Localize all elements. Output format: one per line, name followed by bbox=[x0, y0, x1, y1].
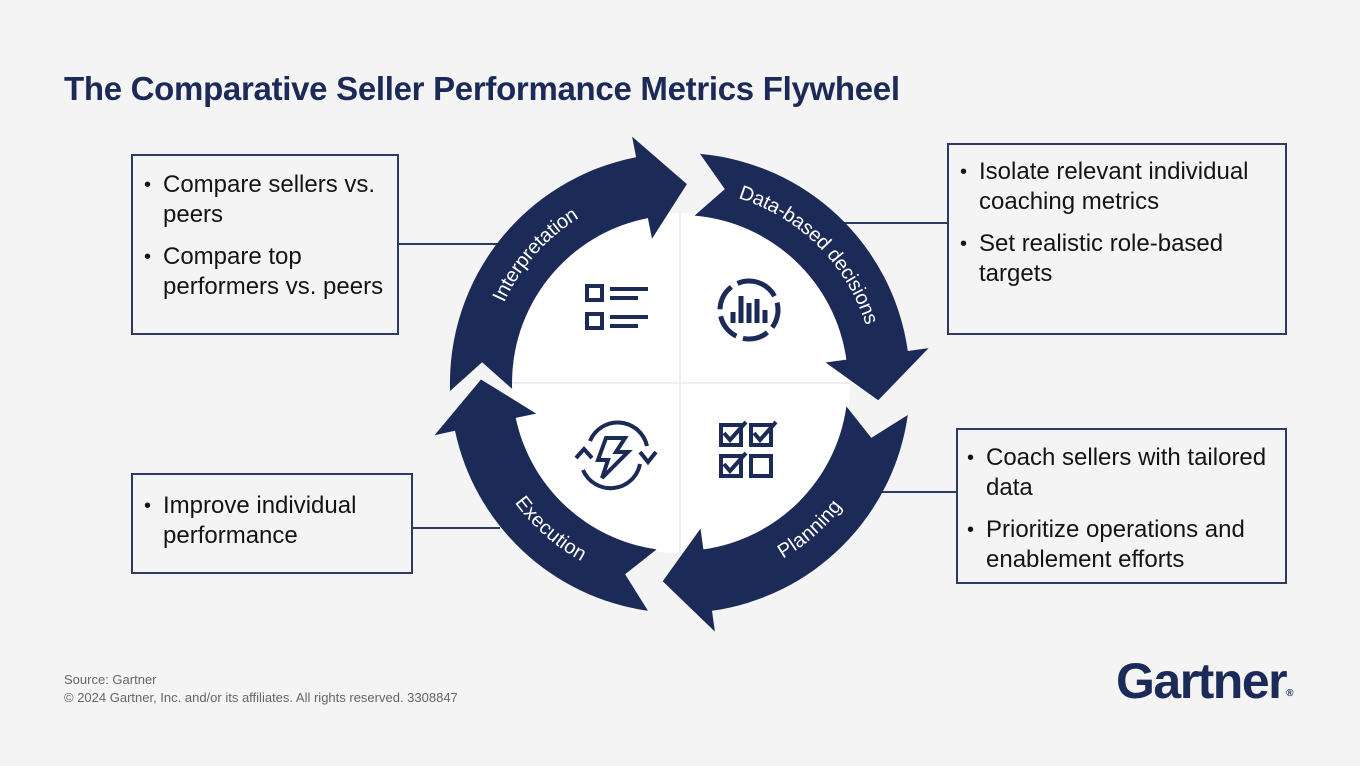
connector-interpretation bbox=[398, 243, 500, 245]
connector-execution bbox=[412, 527, 500, 529]
arrow-execution bbox=[434, 379, 657, 611]
box-interpretation: Compare sellers vs. peers Compare top pe… bbox=[131, 154, 399, 335]
checkbox-grid-icon bbox=[719, 420, 778, 478]
logo-text: Gartner bbox=[1116, 653, 1288, 709]
bullet-item: Isolate relevant individual coaching met… bbox=[951, 157, 1275, 217]
source-note: Source: Gartner bbox=[64, 672, 157, 687]
box-execution: Improve individual performance bbox=[131, 473, 413, 574]
refresh-lightning-icon bbox=[574, 420, 658, 491]
box-planning: Coach sellers with tailored data Priorit… bbox=[956, 428, 1287, 584]
checklist-lines-icon bbox=[585, 284, 648, 330]
connector-planning bbox=[882, 491, 958, 493]
arrow-data-based-decisions bbox=[694, 153, 929, 401]
box-decisions: Isolate relevant individual coaching met… bbox=[947, 143, 1287, 335]
bullet-item: Compare top performers vs. peers bbox=[135, 242, 387, 302]
bar-chart-dashed-circle-icon bbox=[717, 278, 781, 342]
connector-decisions bbox=[842, 222, 948, 224]
arrow-interpretation bbox=[449, 136, 687, 391]
registered-mark: ® bbox=[1286, 688, 1294, 699]
bullet-item: Prioritize operations and enablement eff… bbox=[958, 515, 1279, 575]
page-title: The Comparative Seller Performance Metri… bbox=[64, 70, 900, 107]
copyright-note: © 2024 Gartner, Inc. and/or its affiliat… bbox=[64, 690, 458, 705]
bullet-item: Coach sellers with tailored data bbox=[958, 443, 1279, 503]
bullet-item: Compare sellers vs. peers bbox=[135, 170, 387, 230]
gartner-logo: Gartner® bbox=[1116, 652, 1294, 710]
bullet-item: Improve individual performance bbox=[135, 491, 401, 551]
bullet-item: Set realistic role-based targets bbox=[951, 229, 1275, 289]
arrow-planning bbox=[662, 406, 908, 632]
